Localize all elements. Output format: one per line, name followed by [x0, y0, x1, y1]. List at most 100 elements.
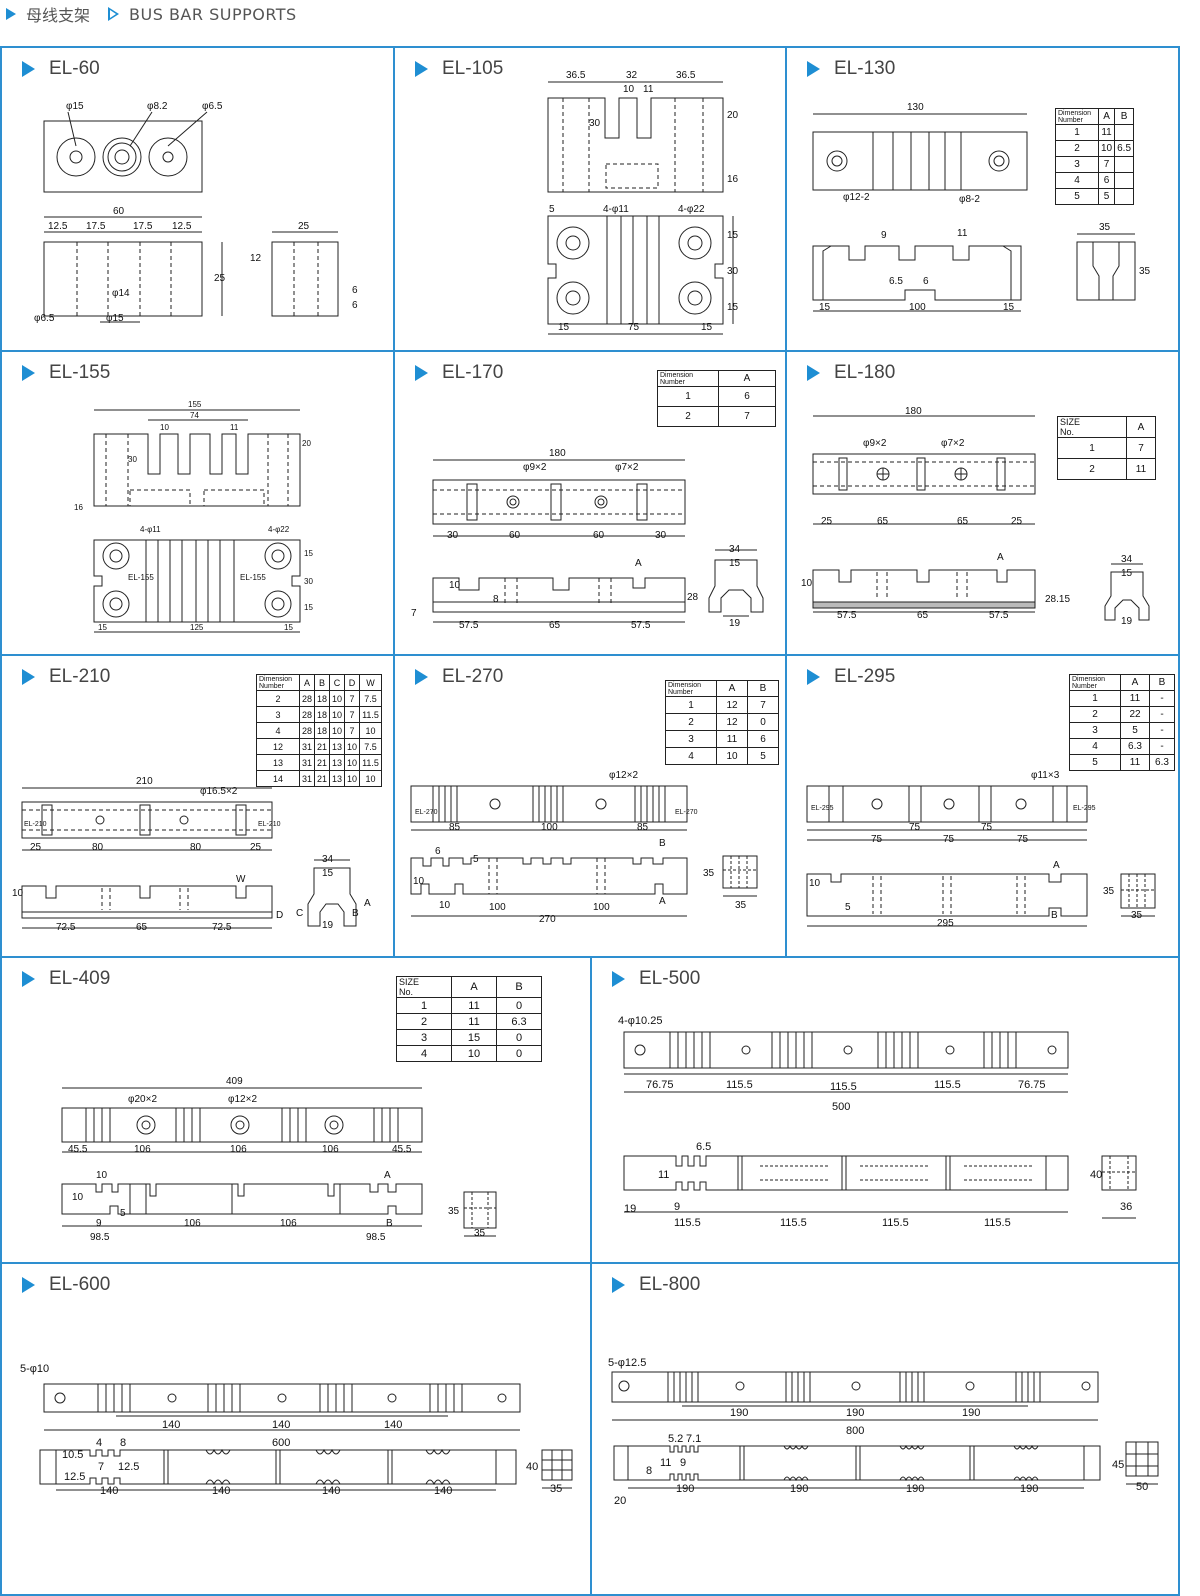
dimension-label: 75: [1017, 834, 1029, 845]
table-cell: A: [298, 674, 316, 691]
dimension-label: 57.5: [837, 610, 857, 621]
dimension-label: 12.5: [48, 221, 68, 232]
dimension-label: 25: [298, 221, 310, 232]
model-title: EL-60: [49, 58, 100, 79]
dimension-label: 190: [730, 1407, 748, 1419]
dimension-label: 10: [801, 578, 813, 589]
dimension-label: 295: [937, 918, 954, 929]
triangle-icon: [807, 669, 820, 685]
table-cell: 11: [1120, 754, 1150, 771]
dimension-label: 76.75: [1018, 1079, 1046, 1091]
table-cell: 1: [396, 997, 452, 1014]
dimension-label: 5: [473, 854, 479, 865]
table-cell: B: [747, 680, 779, 697]
dimension-label: φ14: [112, 288, 130, 299]
table-cell: Number: [660, 378, 685, 386]
table-cell: 10: [359, 722, 382, 739]
dimension-label: 106: [134, 1144, 151, 1155]
model-title: EL-105: [442, 58, 504, 79]
model-title: EL-270: [442, 666, 504, 687]
dimension-label: 45.5: [392, 1144, 412, 1155]
dimension-label: 60: [593, 530, 605, 541]
dimension-label: 75: [871, 834, 883, 845]
dimension-label: 190: [906, 1483, 924, 1495]
table-cell: 6: [1097, 172, 1116, 189]
table-cell: 1: [1055, 124, 1099, 141]
table-cell: 3: [1055, 156, 1099, 173]
dimension-label: φ12×2: [228, 1094, 257, 1105]
model-title: EL-800: [639, 1274, 701, 1295]
dimension-label: 20: [727, 110, 739, 121]
table-cell: 28: [298, 690, 316, 707]
dimension-label: φ8.2: [147, 101, 168, 112]
dimension-label: 45: [1112, 1459, 1124, 1471]
dimension-label: 10: [160, 423, 169, 432]
table-cell: 11.5: [359, 754, 382, 771]
dimension-label: 57.5: [631, 620, 651, 631]
dimension-label: EL-155: [128, 573, 154, 582]
table-cell: 21: [314, 770, 331, 787]
dimension-label: 30: [304, 577, 313, 586]
model-title: EL-500: [639, 968, 701, 989]
dimension-label: 140: [162, 1419, 180, 1431]
dimension-label: 15: [729, 558, 741, 569]
table-cell: 10: [1097, 140, 1116, 157]
table-cell: 2: [1057, 458, 1127, 480]
dimension-label: 270: [539, 914, 556, 925]
table-cell: 7.5: [359, 690, 382, 707]
dimension-label: 15: [727, 302, 739, 313]
table-cell: A: [1120, 674, 1150, 691]
dimension-label: B: [659, 838, 666, 849]
dimension-label: 80: [92, 842, 104, 853]
triangle-icon: [612, 1277, 625, 1293]
table-cell: 10: [344, 770, 361, 787]
table-cell: B: [314, 674, 331, 691]
table-cell: Number: [259, 682, 284, 690]
table-cell: 11: [716, 730, 748, 748]
dimension-label: 5: [120, 1208, 126, 1219]
dimension-label: 40: [1090, 1169, 1102, 1181]
dimension-label: 140: [212, 1485, 230, 1497]
dimension-label: 15: [1121, 568, 1133, 579]
dimension-label: 36.5: [566, 70, 586, 81]
dimension-label: 36.5: [676, 70, 696, 81]
table-cell: 7: [747, 696, 779, 714]
table-cell: 10: [344, 754, 361, 771]
dimension-label: 28.15: [1045, 594, 1070, 605]
dimension-label: 11: [230, 423, 239, 432]
dimension-label: 115.5: [780, 1217, 807, 1229]
table-cell: 31: [298, 770, 316, 787]
table-cell: 6.3: [1149, 754, 1175, 771]
dimension-label: A: [384, 1170, 391, 1181]
table-cell: B: [1114, 108, 1135, 125]
dimension-label: 65: [917, 610, 929, 621]
dimension-label: 34: [322, 854, 334, 865]
dimension-label: 600: [272, 1437, 290, 1449]
dimension-label: 15: [304, 549, 313, 558]
dimension-label: 6: [352, 285, 358, 296]
dimension-label: 25: [821, 516, 833, 527]
dimension-label: 4-φ22: [678, 204, 705, 215]
dimension-label: 140: [434, 1485, 452, 1497]
dimension-label: 180: [549, 448, 566, 459]
table-cell: 2: [396, 1013, 452, 1030]
dimension-label: 100: [909, 302, 926, 313]
table-cell: Dimension: [1058, 109, 1092, 117]
dimension-label: 35: [1099, 222, 1111, 233]
table-cell: 4: [1055, 172, 1099, 189]
dimension-label: 25: [250, 842, 262, 853]
dimension-label: φ11×3: [1031, 770, 1060, 781]
dimension-label: 57.5: [989, 610, 1009, 621]
dimension-label: 125: [190, 623, 204, 632]
table-cell: 11: [1097, 124, 1116, 141]
